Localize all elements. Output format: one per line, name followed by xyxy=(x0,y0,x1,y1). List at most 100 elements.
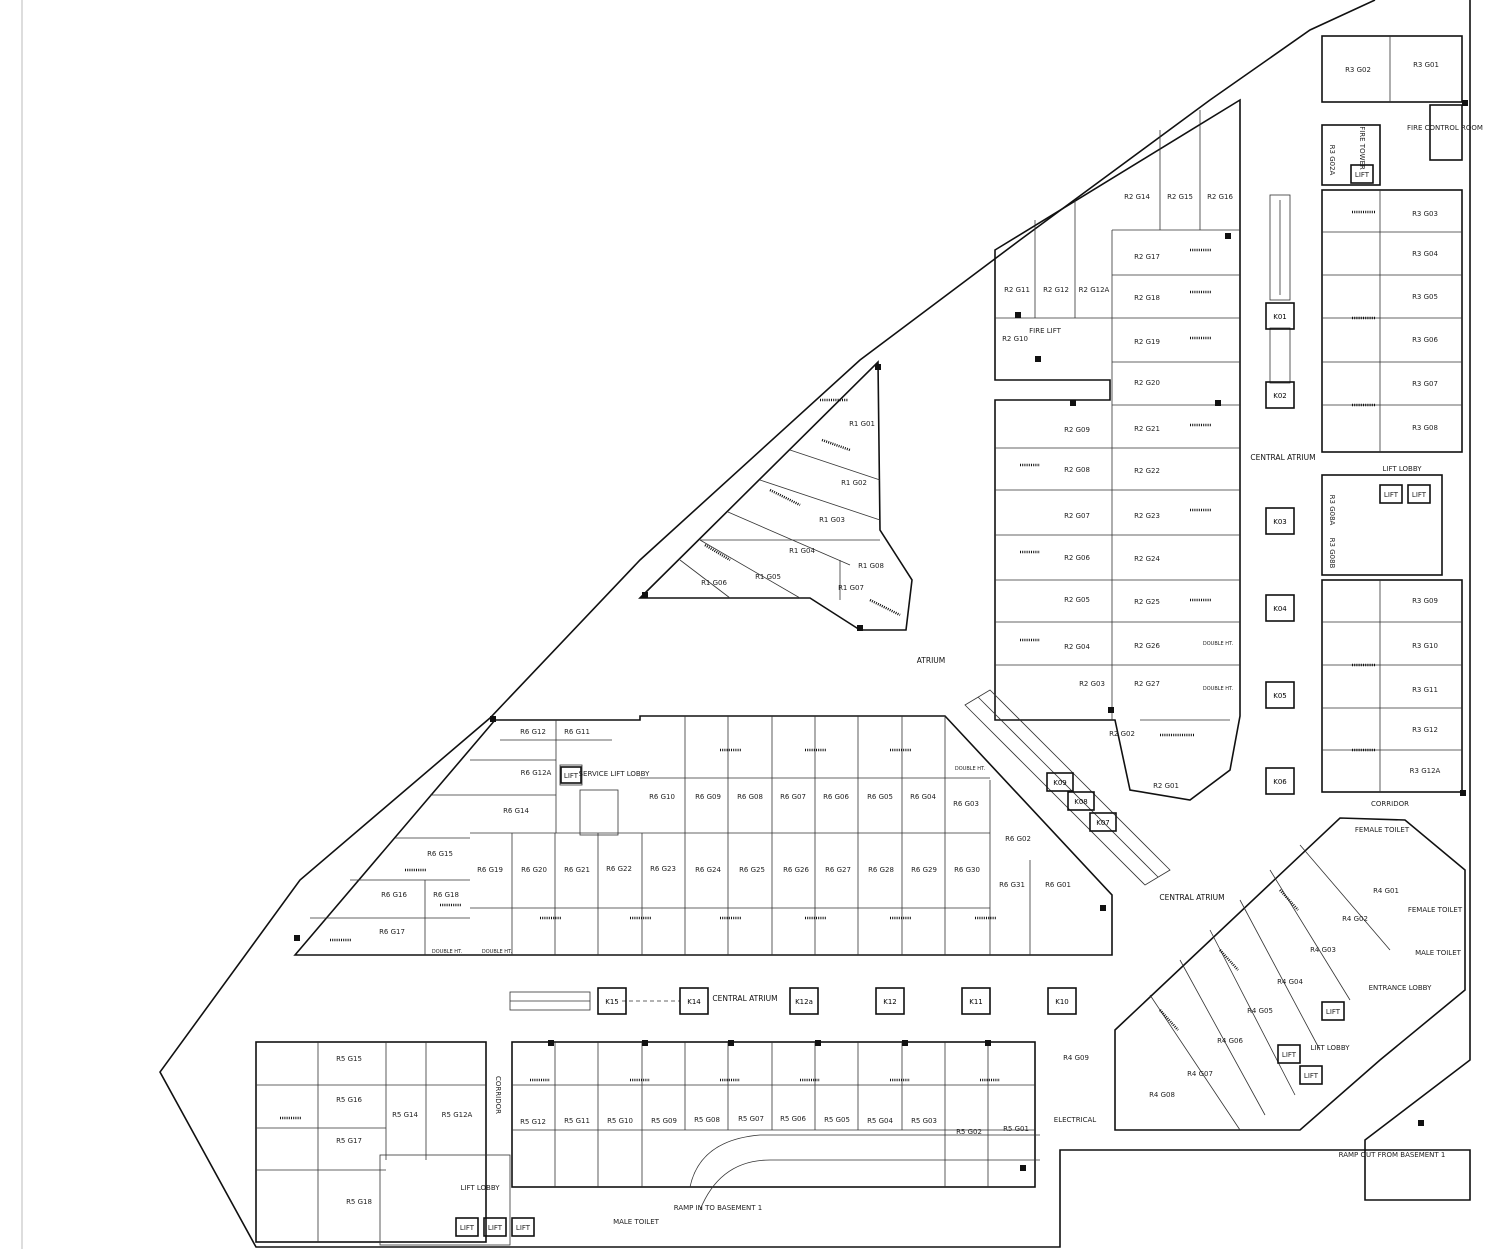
unit-label: R4 G08 xyxy=(1149,1091,1175,1099)
lift-lobby-label: LIFT LOBBY xyxy=(460,1184,500,1192)
unit-label: R1 G07 xyxy=(838,584,864,592)
unit-label: R6 G12 xyxy=(520,728,546,736)
unit-label: R1 G08 xyxy=(858,562,884,570)
unit-label: R4 G02 xyxy=(1342,915,1368,923)
unit-label: R6 G03 xyxy=(953,800,979,808)
unit-label: R3 G05 xyxy=(1412,293,1438,301)
unit-label: R2 G09 xyxy=(1064,426,1090,434)
kiosk-k12a xyxy=(789,987,819,1015)
kiosk-label: K15 xyxy=(605,998,619,1006)
kiosk-k15 xyxy=(597,987,627,1015)
escalators xyxy=(509,194,1291,1011)
unit-label: R4 G05 xyxy=(1247,1007,1273,1015)
unit-label: R2 G23 xyxy=(1134,512,1160,520)
unit-label: R6 G16 xyxy=(381,891,407,899)
kiosk-k09 xyxy=(1046,772,1074,792)
lift-label: LIFT xyxy=(1282,1051,1297,1059)
unit-label: R2 G01 xyxy=(1153,782,1179,790)
central-atrium-label: CENTRAL ATRIUM xyxy=(1250,453,1315,462)
unit-label: R6 G09 xyxy=(695,793,721,801)
kiosk-k06 xyxy=(1265,767,1295,795)
unit-label: R2 G12 xyxy=(1043,286,1069,294)
ramp-out-label: RAMP OUT FROM BASEMENT 1 xyxy=(1339,1151,1446,1159)
unit-label: R5 G12 xyxy=(520,1118,546,1126)
kiosk-label: K12a xyxy=(795,998,813,1006)
unit-label: R6 G14 xyxy=(503,807,529,815)
unit-label: R2 G02 xyxy=(1109,730,1135,738)
fire-lift-label: FIRE LIFT xyxy=(1029,327,1061,335)
entrance-lobby-label: ENTRANCE LOBBY xyxy=(1369,984,1432,992)
unit-label: R2 G16 xyxy=(1207,193,1233,201)
unit-label: R5 G05 xyxy=(824,1116,850,1124)
kiosk-k05 xyxy=(1265,681,1295,709)
lift-lobby-label: LIFT LOBBY xyxy=(1310,1044,1350,1052)
unit-label: R5 G16 xyxy=(336,1096,362,1104)
unit-label: R3 G08A xyxy=(1328,495,1336,526)
unit-label: R6 G08 xyxy=(737,793,763,801)
double-height-label: DOUBLE HT. xyxy=(482,949,513,955)
double-height-label: DOUBLE HT. xyxy=(1203,641,1234,647)
unit-label: R2 G03 xyxy=(1079,680,1105,688)
unit-label: R6 G19 xyxy=(477,866,503,874)
double-height-label: DOUBLE HT. xyxy=(1203,686,1234,692)
lift-label: LIFT xyxy=(564,772,579,780)
kiosk-k11 xyxy=(961,987,991,1015)
unit-label: R6 G12A xyxy=(521,769,552,777)
unit-label: R5 G17 xyxy=(336,1137,362,1145)
unit-label: R3 G11 xyxy=(1412,686,1438,694)
lift-label: LIFT xyxy=(516,1224,531,1232)
kiosk-label: K06 xyxy=(1273,778,1287,786)
corridor-label: CORRIDOR xyxy=(1371,800,1409,808)
fire-control-room-label: FIRE CONTROL ROOM xyxy=(1407,124,1483,132)
kiosk-k10 xyxy=(1047,987,1077,1015)
double-height-label: DOUBLE HT. xyxy=(432,949,463,955)
central-atrium-label: CENTRAL ATRIUM xyxy=(712,994,777,1003)
unit-label: R6 G10 xyxy=(649,793,675,801)
electrical-label: ELECTRICAL xyxy=(1054,1116,1097,1124)
lift-label: LIFT xyxy=(460,1224,475,1232)
unit-label: R2 G11 xyxy=(1004,286,1030,294)
unit-label: R6 G31 xyxy=(999,881,1025,889)
unit-label: R1 G04 xyxy=(789,547,815,555)
unit-label: R4 G09 xyxy=(1063,1054,1089,1062)
kiosk-k01 xyxy=(1265,302,1295,330)
unit-label: R2 G24 xyxy=(1134,555,1160,563)
unit-label: R2 G07 xyxy=(1064,512,1090,520)
building-outline xyxy=(159,0,1471,1248)
female-toilet-label: FEMALE TOILET xyxy=(1408,906,1463,914)
unit-label: R1 G06 xyxy=(701,579,727,587)
central-atrium-label: CENTRAL ATRIUM xyxy=(1159,893,1224,902)
unit-label: R6 G07 xyxy=(780,793,806,801)
unit-label: R2 G20 xyxy=(1134,379,1160,387)
male-toilet-label: MALE TOILET xyxy=(613,1218,660,1226)
unit-label: R6 G01 xyxy=(1045,881,1071,889)
lift-label: LIFT xyxy=(1412,491,1427,499)
lift-label: LIFT xyxy=(1304,1072,1319,1080)
block-r1 xyxy=(638,360,913,631)
unit-label: R3 G08 xyxy=(1412,424,1438,432)
unit-label: R5 G08 xyxy=(694,1116,720,1124)
kiosk-label: K09 xyxy=(1053,779,1067,787)
service-lift-lobby-label: SERVICE LIFT LOBBY xyxy=(579,770,650,778)
kiosk-label: K07 xyxy=(1096,819,1110,827)
unit-label: R6 G11 xyxy=(564,728,590,736)
unit-labels: R1 G01 R1 G02 R1 G03 R1 G04 R1 G05 R1 G0… xyxy=(336,61,1440,1206)
unit-label: R5 G06 xyxy=(780,1115,806,1123)
kiosk-label: K02 xyxy=(1273,392,1287,400)
corridor-label: CORRIDOR xyxy=(494,1076,502,1114)
unit-label: R6 G18 xyxy=(433,891,459,899)
block-r2 xyxy=(994,98,1241,801)
unit-label: R5 G10 xyxy=(607,1117,633,1125)
unit-label: R6 G15 xyxy=(427,850,453,858)
kiosk-label: K12 xyxy=(883,998,897,1006)
kiosk-k07 xyxy=(1089,812,1117,832)
kiosk-k08 xyxy=(1067,791,1095,811)
unit-label: R6 G29 xyxy=(911,866,937,874)
fire-tower-label: FIRE TOWER xyxy=(1358,126,1366,170)
unit-label: R3 G06 xyxy=(1412,336,1438,344)
unit-label: R2 G19 xyxy=(1134,338,1160,346)
unit-label: R2 G14 xyxy=(1124,193,1150,201)
unit-label: R2 G12A xyxy=(1079,286,1110,294)
unit-label: R3 G02 xyxy=(1345,66,1371,74)
lift-cars: LIFT LIFT LIFT LIFT LIFT LIFT LIFT LIFT … xyxy=(455,164,1431,1237)
